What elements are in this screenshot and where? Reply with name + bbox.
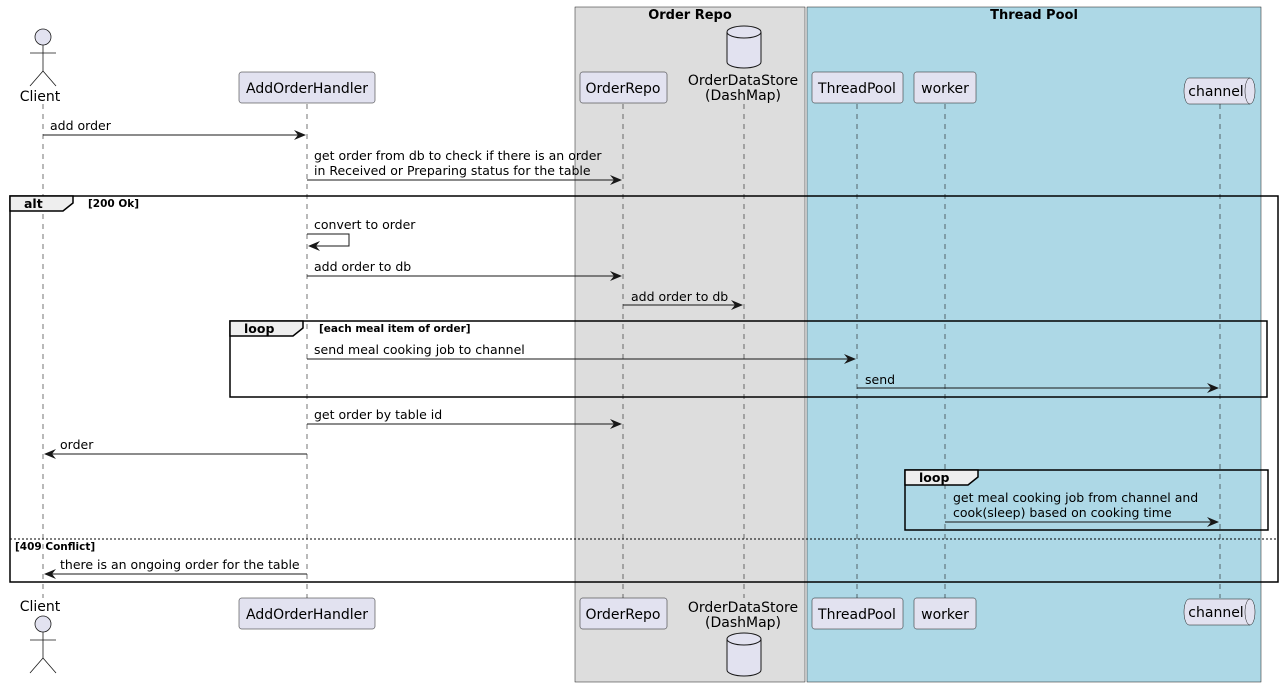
message-label: there is an ongoing order for the table — [60, 557, 300, 572]
participant-thread-pool-top: ThreadPool — [811, 71, 904, 104]
participant-order-repo-bottom: OrderRepo — [579, 597, 668, 630]
loop-meals-frame-border — [229, 320, 1268, 398]
message-ongoing-order: there is an ongoing order for the table — [44, 557, 307, 579]
participant-label-line1: OrderDataStore — [688, 73, 798, 89]
participant-box — [579, 597, 668, 630]
participant-label-line2: (DashMap) — [705, 88, 781, 104]
message-send-meal-job: send meal cooking job to channel — [307, 342, 856, 364]
participant-worker-bottom: worker — [913, 597, 977, 630]
client-actor-top — [29, 28, 57, 87]
message-label-line2: in Received or Preparing status for the … — [314, 163, 591, 178]
participant-label: OrderRepo — [586, 81, 661, 97]
loop-meals-frame-label-bg — [229, 320, 304, 337]
order-repo-box: Order Repo — [574, 6, 806, 683]
participant-box — [913, 71, 977, 104]
database-icon-top — [726, 632, 762, 646]
lifelines — [42, 104, 1221, 598]
queue-icon-end — [1244, 598, 1251, 626]
message-label-line2: cook(sleep) based on cooking time — [953, 505, 1172, 520]
participant-label-line2: (DashMap) — [705, 615, 781, 631]
message-label-line1: get meal cooking job from channel and — [953, 490, 1198, 505]
message-add-order-to-db-handler: add order to db — [307, 259, 622, 281]
participant-order-data-store-top: OrderDataStore (DashMap) — [688, 25, 798, 104]
client-actor-head — [34, 28, 52, 46]
participant-box — [811, 597, 904, 630]
loop-worker-frame: loop — [904, 469, 1269, 531]
participant-box — [238, 597, 376, 630]
message-get-order-by-table: get order by table id — [307, 407, 622, 429]
loop-meals-frame-guard: [each meal item of order] — [319, 323, 471, 335]
loop-worker-frame-label-bg — [904, 469, 979, 486]
participant-label: OrderRepo — [586, 607, 661, 623]
participant-add-order-handler-bottom: AddOrderHandler — [238, 597, 376, 630]
message-label: send — [865, 372, 895, 387]
thread-pool-box-bg — [806, 6, 1262, 683]
alt-frame: alt [200 Ok] [409 Conflict] — [9, 195, 1279, 583]
participant-box — [238, 71, 376, 104]
participant-box — [913, 597, 977, 630]
participant-box — [811, 71, 904, 104]
queue-icon-end — [1244, 77, 1251, 105]
participant-label: ThreadPool — [817, 607, 896, 623]
participant-channel-bottom: channel — [1183, 598, 1256, 626]
message-order-response: order — [44, 437, 307, 459]
thread-pool-box: Thread Pool — [806, 6, 1262, 683]
message-arrow — [307, 233, 350, 251]
client-actor-head — [34, 615, 52, 633]
client-actor-leg-left — [29, 657, 44, 674]
alt-frame-label-bg — [9, 195, 74, 212]
participant-client-label-top: Client — [20, 89, 61, 105]
loop-meals-frame: loop [each meal item of order] — [229, 320, 1268, 398]
alt-frame-guard: [200 Ok] — [88, 198, 139, 210]
loop-worker-frame-keyword: loop — [919, 470, 949, 485]
client-actor-leg-left — [29, 70, 44, 87]
message-label: add order to db — [314, 259, 411, 274]
message-label-line1: get order from db to check if there is a… — [314, 148, 602, 163]
participant-label: channel — [1188, 84, 1243, 100]
message-add-order-to-db-repo: add order to db — [623, 289, 743, 310]
message-label: convert to order — [314, 217, 416, 232]
message-label: order — [60, 437, 94, 452]
thread-pool-box-title: Thread Pool — [990, 8, 1078, 23]
database-icon-top — [726, 25, 762, 39]
participant-order-repo-top: OrderRepo — [579, 71, 668, 104]
alt-frame-keyword: alt — [24, 196, 43, 211]
participant-box — [579, 71, 668, 104]
client-actor-leg-right — [42, 70, 57, 87]
message-get-order-from-db: get order from db to check if there is a… — [307, 148, 622, 185]
participant-label: worker — [921, 81, 969, 97]
message-label: get order by table id — [314, 407, 442, 422]
database-icon — [726, 32, 762, 69]
participant-label: channel — [1188, 605, 1243, 621]
message-label: add order to db — [631, 289, 728, 304]
message-get-meal-job: get meal cooking job from channel and co… — [945, 490, 1219, 527]
loop-meals-frame-keyword: loop — [244, 321, 274, 336]
participant-worker-top: worker — [913, 71, 977, 104]
alt-frame-border — [9, 195, 1279, 583]
message-label: add order — [50, 118, 112, 133]
participant-add-order-handler-top: AddOrderHandler — [238, 71, 376, 104]
participant-client-label-bottom: Client — [20, 599, 61, 615]
order-repo-box-bg — [574, 6, 806, 683]
participant-channel-top: channel — [1183, 77, 1256, 105]
message-label: send meal cooking job to channel — [314, 342, 525, 357]
client-actor-leg-right — [42, 657, 57, 674]
loop-worker-frame-border — [904, 469, 1269, 531]
participant-label-line1: OrderDataStore — [688, 600, 798, 616]
message-add-order: add order — [43, 118, 306, 140]
participant-order-data-store-bottom: OrderDataStore (DashMap) — [688, 600, 798, 677]
participant-thread-pool-bottom: ThreadPool — [811, 597, 904, 630]
participant-label: ThreadPool — [817, 81, 896, 97]
participant-label: AddOrderHandler — [246, 607, 368, 623]
else-guard: [409 Conflict] — [15, 541, 95, 553]
message-convert-to-order: convert to order — [307, 217, 416, 251]
client-actor-bottom — [29, 615, 57, 674]
participant-label: worker — [921, 607, 969, 623]
message-send: send — [857, 372, 1219, 393]
participant-label: AddOrderHandler — [246, 81, 368, 97]
order-repo-box-title: Order Repo — [648, 8, 732, 23]
database-icon — [726, 639, 762, 677]
